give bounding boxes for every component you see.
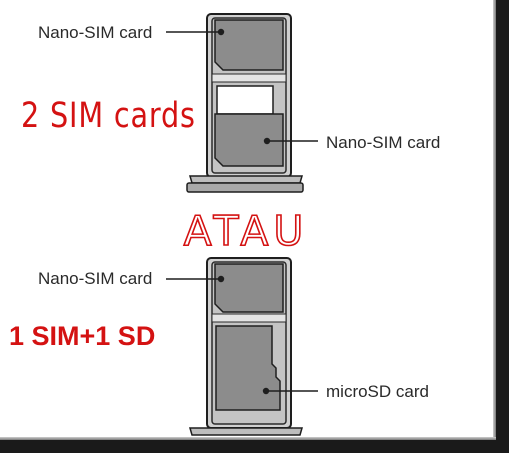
- label-top-nano-sim: Nano-SIM card: [38, 23, 153, 42]
- second-nano-sim-card: [214, 113, 284, 167]
- top-sim-tray: [166, 13, 318, 193]
- top-tray-empty-slot: [216, 85, 274, 115]
- top-tray-base: [186, 182, 304, 193]
- bottom-sim-tray: [166, 257, 318, 436]
- atau-separator: ATAU: [184, 207, 309, 255]
- title-two-sim-cards: 2 SIM cards: [21, 96, 196, 136]
- label-bottom-nano-sim: Nano-SIM card: [38, 269, 153, 288]
- frame-border-right: [496, 0, 509, 453]
- top-tray-divider: [211, 73, 287, 83]
- frame-shadow-right: [493, 0, 496, 440]
- frame-shadow-bottom: [0, 437, 496, 440]
- frame-border-bottom: [0, 440, 509, 453]
- bottom-tray-divider: [211, 313, 287, 323]
- title-one-sim-one-sd: 1 SIM+1 SD: [9, 321, 156, 351]
- label-second-nano-sim: Nano-SIM card: [326, 133, 441, 152]
- bottom-tray-cap: [189, 427, 303, 436]
- label-microsd-card: microSD card: [326, 382, 429, 401]
- bottom-nano-sim-card: [214, 263, 284, 313]
- microsd-card: [215, 325, 281, 411]
- top-nano-sim-card: [214, 19, 284, 71]
- top-tray-cap: [189, 175, 303, 184]
